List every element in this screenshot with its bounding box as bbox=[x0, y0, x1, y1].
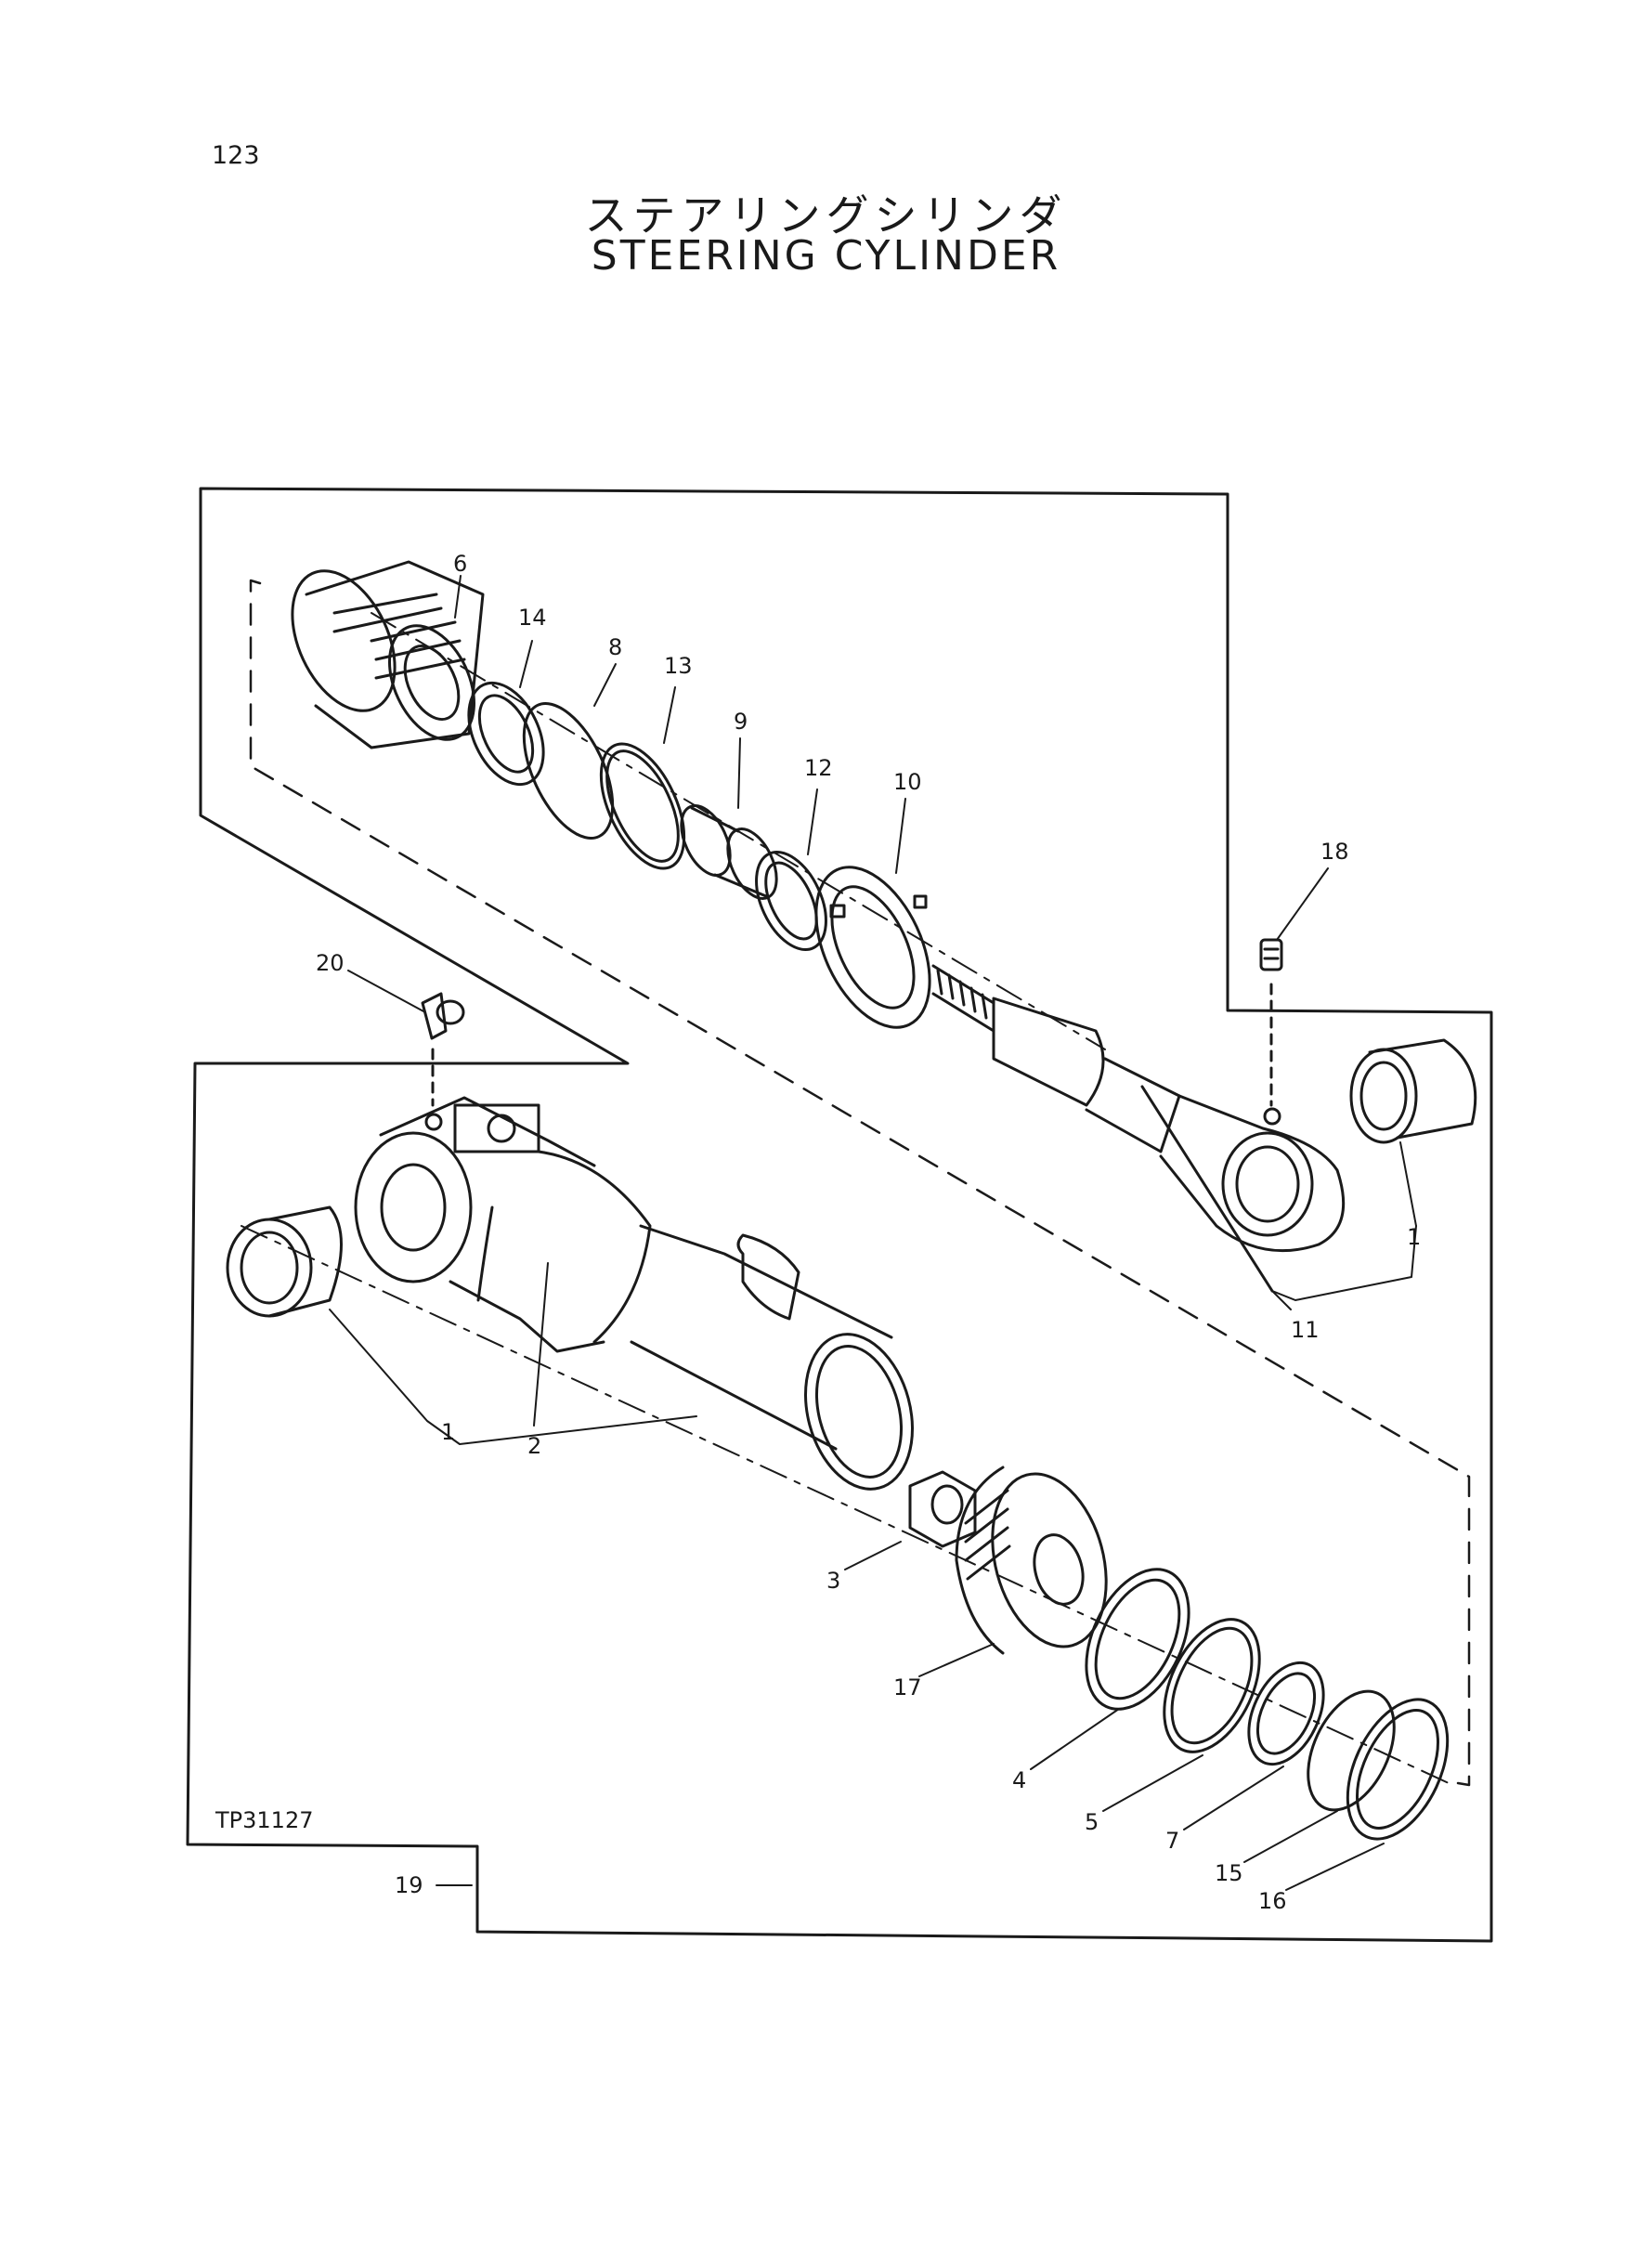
callout-5: 5 bbox=[1085, 1809, 1099, 1835]
callout-12: 12 bbox=[804, 755, 833, 781]
callout-2: 2 bbox=[527, 1433, 541, 1459]
part-13-backup-ring bbox=[599, 742, 686, 870]
callout-10: 10 bbox=[893, 769, 922, 795]
callout-7: 7 bbox=[1165, 1828, 1179, 1854]
title-english: STEERING CYLINDER bbox=[591, 232, 1061, 280]
part-1-bushing-tube bbox=[226, 1205, 343, 1318]
callout-8: 8 bbox=[608, 634, 622, 660]
callout-1-rod-eye: 1 bbox=[1407, 1224, 1421, 1250]
part-2-cylinder-tube bbox=[354, 1096, 915, 1491]
callout-11: 11 bbox=[1291, 1317, 1320, 1343]
callout-3: 3 bbox=[826, 1568, 840, 1594]
drawing-code: TP31127 bbox=[215, 1807, 313, 1833]
callout-leader-lines bbox=[329, 575, 1417, 1891]
part-20-elbow-fitting bbox=[421, 992, 465, 1107]
part-12-seal bbox=[755, 850, 827, 952]
callout-16: 16 bbox=[1258, 1888, 1287, 1914]
set-boundary-outline bbox=[186, 487, 1493, 1943]
part-16-slide-ring bbox=[1346, 1698, 1450, 1841]
callout-4: 4 bbox=[1012, 1767, 1026, 1793]
part-1-bushing-rod-eye bbox=[1349, 1038, 1477, 1144]
part-6-cylinder-head bbox=[291, 560, 485, 749]
part-5-piston-seal bbox=[1163, 1618, 1261, 1753]
callout-1-tube: 1 bbox=[441, 1419, 455, 1445]
callout-13: 13 bbox=[664, 653, 693, 679]
title-japanese: ステアリングシリンダ bbox=[584, 190, 1068, 241]
part-10-lock-nut bbox=[814, 866, 931, 1029]
callout-17: 17 bbox=[893, 1674, 922, 1700]
callout-9: 9 bbox=[734, 709, 748, 735]
part-9-bushing bbox=[680, 804, 778, 900]
part-17-piston bbox=[955, 1466, 1108, 1655]
part-4-wear-ring bbox=[1085, 1568, 1190, 1711]
callout-19: 19 bbox=[395, 1872, 423, 1898]
callout-20: 20 bbox=[316, 950, 345, 976]
page-number: 123 bbox=[212, 141, 260, 170]
part-8-o-ring bbox=[522, 702, 615, 840]
callout-18: 18 bbox=[1320, 839, 1349, 865]
part-3-nut bbox=[908, 1470, 977, 1548]
part-7-backup-ring bbox=[1247, 1661, 1325, 1766]
callout-14: 14 bbox=[518, 605, 547, 631]
callout-15: 15 bbox=[1215, 1860, 1243, 1886]
part-11-piston-rod bbox=[931, 964, 1346, 1293]
dashed-subassembly-outline bbox=[249, 579, 1471, 1787]
part-15-o-ring bbox=[1307, 1689, 1396, 1812]
part-18-grease-fitting bbox=[1259, 938, 1283, 1107]
callout-6: 6 bbox=[453, 551, 467, 577]
